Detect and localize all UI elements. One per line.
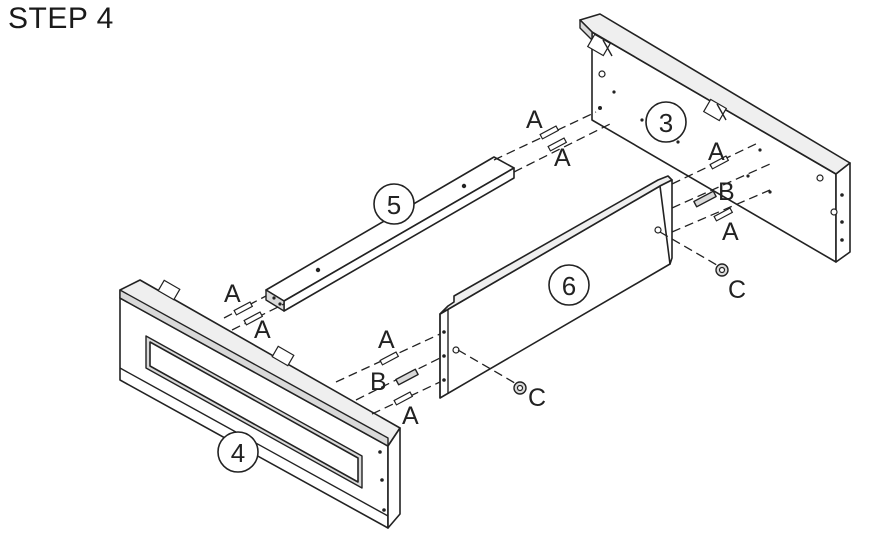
dowel-a xyxy=(709,155,730,170)
part-5-number: 5 xyxy=(387,190,401,220)
panel-4 xyxy=(119,279,401,529)
part-4-number: 4 xyxy=(231,438,245,468)
label-a: A xyxy=(526,106,543,134)
label-a: A xyxy=(722,218,739,246)
label-a: A xyxy=(708,138,725,166)
dowel-a xyxy=(243,311,264,326)
rail-5 xyxy=(265,156,515,312)
dowel-a xyxy=(233,301,254,316)
hardware-labels: A A A B A C A A A B A C xyxy=(224,106,746,430)
hardware xyxy=(233,125,734,406)
label-b: B xyxy=(370,368,387,396)
dowel-a xyxy=(539,125,560,140)
dowel-a xyxy=(379,351,400,366)
dowel-a xyxy=(547,137,568,152)
assembly-lines xyxy=(223,111,771,415)
label-c: C xyxy=(528,384,546,412)
cam-bolt-b xyxy=(693,190,717,208)
panel-3 xyxy=(579,13,851,263)
label-a: A xyxy=(402,402,419,430)
cam-bolt-b xyxy=(395,368,419,386)
label-a: A xyxy=(554,144,571,172)
part-6-number: 6 xyxy=(562,271,576,301)
label-a: A xyxy=(378,326,395,354)
label-c: C xyxy=(728,276,746,304)
label-b: B xyxy=(718,178,735,206)
label-a: A xyxy=(224,280,241,308)
step-title: STEP 4 xyxy=(8,2,114,35)
part-number-callouts: 3 5 6 4 xyxy=(217,101,687,473)
label-a: A xyxy=(254,316,271,344)
part-3-number: 3 xyxy=(659,108,673,138)
dowel-a xyxy=(393,391,414,406)
dowel-a xyxy=(713,207,734,222)
